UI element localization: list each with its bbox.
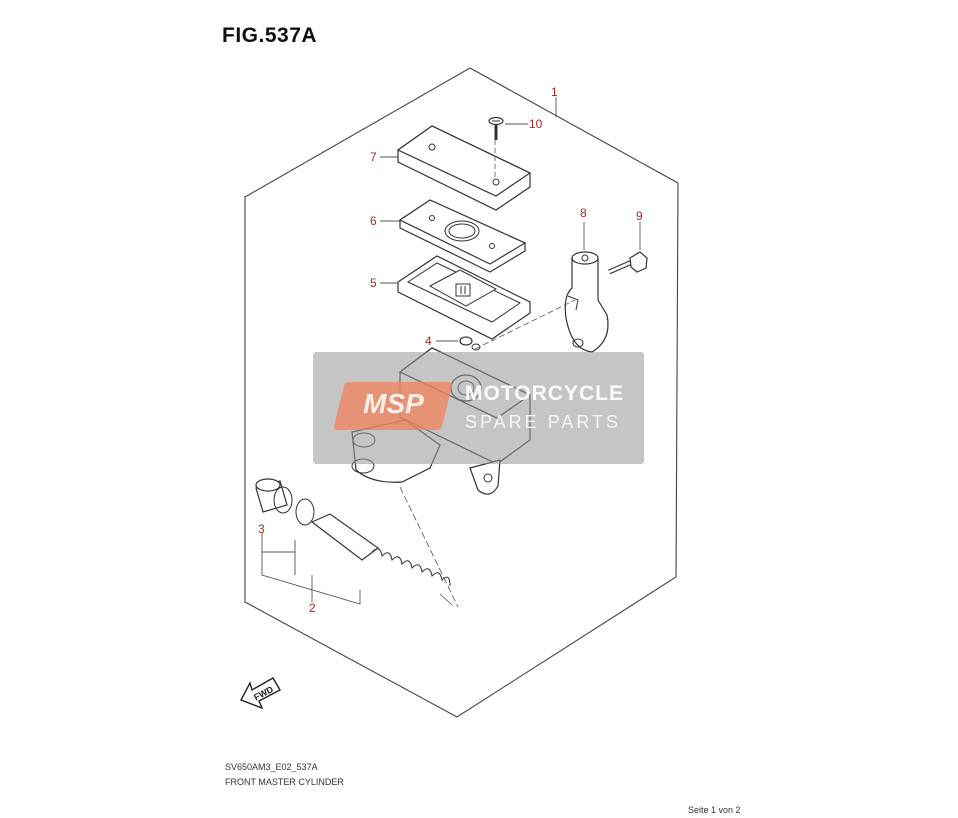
watermark-logo: MSP bbox=[333, 382, 453, 430]
page-indicator: Seite 1 von 2 bbox=[688, 805, 741, 815]
group-bracket bbox=[261, 540, 296, 553]
part-cover-7[interactable] bbox=[396, 125, 532, 211]
part-circlip[interactable] bbox=[273, 486, 315, 526]
figure-code: SV650AM3_E02_537A bbox=[225, 762, 318, 772]
callout-8[interactable]: 8 bbox=[580, 206, 587, 220]
part-plate-4[interactable] bbox=[459, 336, 481, 351]
watermark-line2: SPARE PARTS bbox=[465, 412, 622, 432]
callout-7[interactable]: 7 bbox=[370, 150, 377, 164]
part-diaphragm-5[interactable] bbox=[397, 255, 531, 340]
figure-title: FIG.537A bbox=[222, 24, 318, 47]
callout-4[interactable]: 4 bbox=[425, 334, 432, 348]
spring bbox=[371, 548, 451, 587]
part-plate-6[interactable] bbox=[398, 199, 527, 273]
fwd-arrow-icon: FWD bbox=[240, 677, 281, 710]
callout-6[interactable]: 6 bbox=[370, 214, 377, 228]
watermark: MSP MOTORCYCLE SPARE PARTS bbox=[313, 352, 644, 464]
watermark-line1: MOTORCYCLE bbox=[465, 382, 624, 405]
callout-3[interactable]: 3 bbox=[258, 522, 265, 536]
part-holder-8[interactable] bbox=[564, 251, 609, 353]
part-screw-10[interactable] bbox=[488, 116, 504, 141]
part-piston-assembly[interactable] bbox=[310, 513, 451, 587]
callout-1[interactable]: 1 bbox=[551, 85, 558, 99]
watermark-logo-text: MSP bbox=[363, 388, 424, 419]
callout-5[interactable]: 5 bbox=[370, 276, 377, 290]
callout-9[interactable]: 9 bbox=[636, 209, 643, 223]
assembly-boundary bbox=[244, 67, 679, 718]
part-bolt-9[interactable] bbox=[608, 251, 648, 275]
callout-10[interactable]: 10 bbox=[529, 117, 543, 131]
figure-description: FRONT MASTER CYLINDER bbox=[225, 777, 344, 787]
part-boot-3[interactable] bbox=[255, 478, 288, 513]
callout-2[interactable]: 2 bbox=[309, 601, 316, 615]
leader-lines bbox=[261, 97, 641, 608]
